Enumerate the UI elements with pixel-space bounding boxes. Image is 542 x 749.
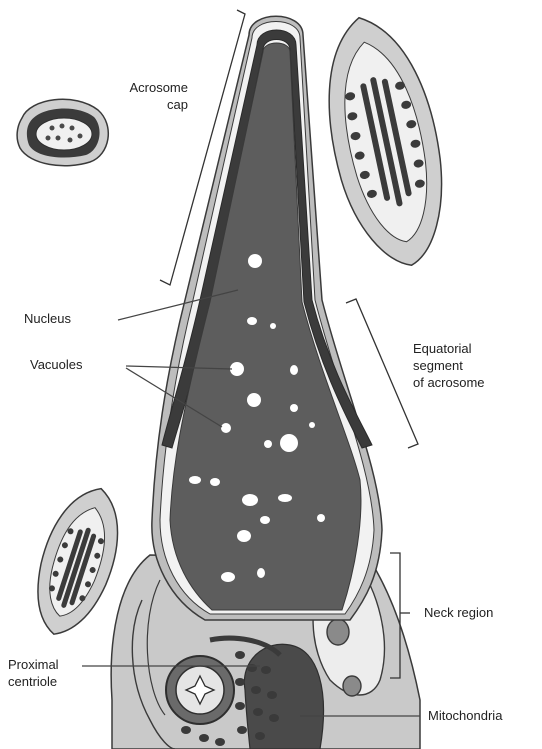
- proximal-centriole-label-line-2: centriole: [8, 673, 59, 690]
- nucleus-label-text: Nucleus: [24, 310, 71, 327]
- acrosome-cap-label-line-1: Acrosome: [108, 79, 188, 96]
- nucleus-label: Nucleus: [24, 310, 71, 327]
- vacuoles-label: Vacuoles: [30, 356, 83, 373]
- equatorial-label-line-2: segment: [413, 357, 485, 374]
- equatorial-label-line-3: of acrosome: [413, 374, 485, 391]
- equatorial-segment-label: Equatorial segment of acrosome: [413, 340, 485, 391]
- cross-section-round: [17, 99, 108, 165]
- neck-region-label: Neck region: [424, 604, 493, 621]
- round-section-core: [36, 118, 92, 150]
- right-centriole-upper: [327, 619, 349, 645]
- mitochondria-label: Mitochondria: [428, 707, 502, 724]
- vacuoles-label-text: Vacuoles: [30, 356, 83, 373]
- cross-section-upper-right: [308, 7, 461, 276]
- acrosome-cap-label-line-2: cap: [108, 96, 188, 113]
- mitochondria-label-text: Mitochondria: [428, 707, 502, 724]
- acrosome-cap-label: Acrosome cap: [108, 79, 188, 113]
- connecting-piece: [244, 644, 323, 749]
- right-centriole-lower: [343, 676, 361, 696]
- neck-region-label-text: Neck region: [424, 604, 493, 621]
- proximal-centriole-label: Proximal centriole: [8, 656, 59, 690]
- proximal-centriole-label-line-1: Proximal: [8, 656, 59, 673]
- equatorial-label-line-1: Equatorial: [413, 340, 485, 357]
